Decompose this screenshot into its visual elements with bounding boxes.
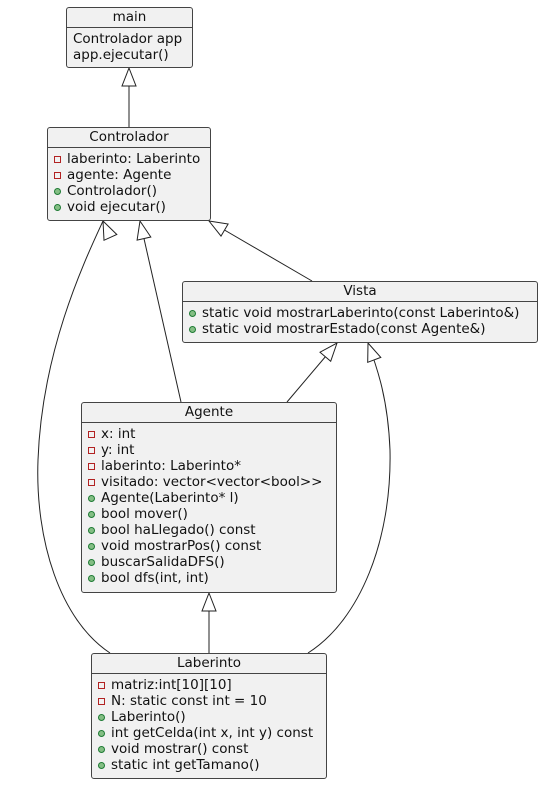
generalization-arrowhead — [201, 591, 217, 612]
private-visibility-icon — [88, 478, 95, 486]
generalization-line — [208, 220, 313, 282]
member-text: buscarSalidaDFS() — [101, 554, 225, 570]
class-box-laberinto: Laberinto matriz:int[10][10]N: static co… — [91, 653, 327, 779]
public-visibility-icon — [54, 187, 61, 195]
class-member: bool haLlegado() const — [88, 522, 330, 538]
class-name: Agente — [82, 403, 336, 423]
public-visibility-icon — [88, 526, 95, 534]
class-member: visitado: vector<vector<bool>> — [88, 474, 330, 490]
member-text: visitado: vector<vector<bool>> — [101, 474, 323, 490]
class-member: static void mostrarEstado(const Agente&) — [189, 321, 531, 337]
class-member: int getCelda(int x, int y) const — [98, 725, 320, 741]
private-visibility-icon — [98, 697, 105, 705]
private-visibility-icon — [98, 681, 105, 689]
class-name: main — [67, 8, 192, 28]
class-member: agente: Agente — [54, 167, 204, 183]
generalization-arrowhead — [102, 219, 118, 242]
member-text: bool dfs(int, int) — [101, 570, 209, 586]
generalization-line — [37, 220, 111, 654]
class-member: Controlador app — [73, 31, 186, 47]
class-member: x: int — [88, 426, 330, 442]
class-member: static void mostrarLaberinto(const Laber… — [189, 305, 531, 321]
private-visibility-icon — [54, 155, 61, 163]
member-text: matriz:int[10][10] — [111, 677, 232, 693]
class-member: Controlador() — [54, 183, 204, 199]
generalization-arrowhead — [136, 219, 152, 241]
member-text: y: int — [101, 442, 135, 458]
member-text: Agente(Laberinto* l) — [101, 490, 239, 506]
public-visibility-icon — [88, 542, 95, 550]
public-visibility-icon — [98, 761, 105, 769]
private-visibility-icon — [54, 171, 61, 179]
class-member: Agente(Laberinto* l) — [88, 490, 330, 506]
member-text: void mostrar() const — [111, 741, 249, 757]
member-text: Laberinto() — [111, 709, 186, 725]
class-member: static int getTamano() — [98, 757, 320, 773]
class-member: void ejecutar() — [54, 199, 204, 215]
public-visibility-icon — [189, 309, 196, 317]
member-text: int getCelda(int x, int y) const — [111, 725, 314, 741]
class-member: y: int — [88, 442, 330, 458]
class-member: laberinto: Laberinto — [54, 151, 204, 167]
public-visibility-icon — [88, 510, 95, 518]
public-visibility-icon — [88, 558, 95, 566]
class-name: Vista — [183, 282, 537, 302]
member-text: x: int — [101, 426, 136, 442]
member-text: static int getTamano() — [111, 757, 260, 773]
public-visibility-icon — [54, 203, 61, 211]
class-name: Laberinto — [92, 654, 326, 674]
public-visibility-icon — [98, 745, 105, 753]
member-list: matriz:int[10][10]N: static const int = … — [92, 674, 326, 777]
public-visibility-icon — [189, 325, 196, 333]
member-text: void mostrarPos() const — [101, 538, 262, 554]
member-text: Controlador app — [73, 31, 183, 47]
class-member: bool mover() — [88, 506, 330, 522]
public-visibility-icon — [88, 574, 95, 582]
class-member: matriz:int[10][10] — [98, 677, 320, 693]
member-text: static void mostrarLaberinto(const Laber… — [202, 305, 520, 321]
member-text: static void mostrarEstado(const Agente&) — [202, 321, 486, 337]
private-visibility-icon — [88, 462, 95, 470]
class-member: N: static const int = 10 — [98, 693, 320, 709]
generalization-line — [139, 220, 182, 403]
member-text: laberinto: Laberinto* — [101, 458, 241, 474]
member-text: bool haLlegado() const — [101, 522, 256, 538]
member-text: N: static const int = 10 — [111, 693, 267, 709]
private-visibility-icon — [88, 446, 95, 454]
member-text: laberinto: Laberinto — [67, 151, 201, 167]
public-visibility-icon — [88, 494, 95, 502]
class-member: laberinto: Laberinto* — [88, 458, 330, 474]
class-name: Controlador — [48, 128, 210, 148]
generalization-arrowhead — [367, 341, 382, 364]
class-member: Laberinto() — [98, 709, 320, 725]
generalization-arrowhead — [319, 341, 338, 363]
class-member: buscarSalidaDFS() — [88, 554, 330, 570]
class-member: void mostrarPos() const — [88, 538, 330, 554]
member-text: app.ejecutar() — [73, 47, 169, 63]
private-visibility-icon — [88, 430, 95, 438]
member-list: static void mostrarLaberinto(const Laber… — [183, 302, 537, 341]
class-member: void mostrar() const — [98, 741, 320, 757]
member-text: bool mover() — [101, 506, 188, 522]
generalization-arrowhead — [121, 66, 137, 87]
generalization-line — [307, 342, 391, 654]
generalization-arrowhead — [207, 220, 229, 237]
class-box-vista: Vista static void mostrarLaberinto(const… — [182, 281, 538, 343]
member-text: void ejecutar() — [67, 199, 166, 215]
member-text: Controlador() — [67, 183, 157, 199]
public-visibility-icon — [98, 713, 105, 721]
class-member: bool dfs(int, int) — [88, 570, 330, 586]
public-visibility-icon — [98, 729, 105, 737]
class-member: app.ejecutar() — [73, 47, 186, 63]
member-text: agente: Agente — [67, 167, 172, 183]
